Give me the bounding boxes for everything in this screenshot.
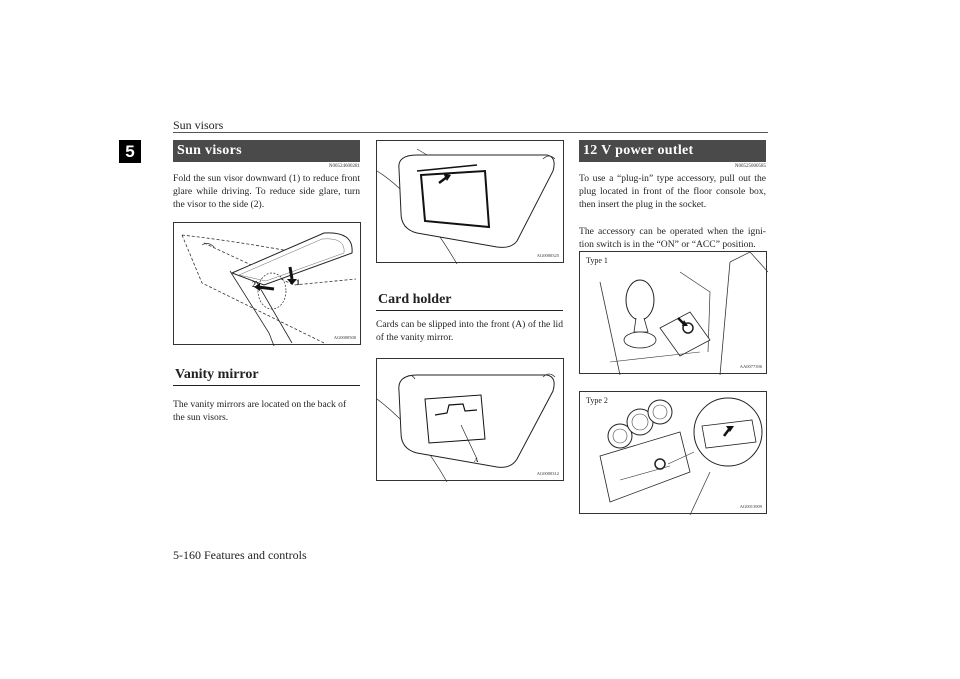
- figure-code: AA0077396: [739, 364, 762, 369]
- page-header-title: Sun visors: [173, 118, 224, 132]
- type2-label: Type 2: [586, 396, 608, 405]
- sun-visors-heading: Sun visors: [173, 140, 360, 162]
- type1-label: Type 1: [586, 256, 608, 265]
- figure-label-a: A: [474, 458, 479, 464]
- sun-visors-code: N00524600281: [328, 164, 360, 169]
- chapter-tab: 5: [119, 140, 141, 163]
- power-outlet-text-1: To use a “plug-in” type accessory, pull …: [579, 173, 766, 211]
- power-outlet-type1-figure: Type 1 AA0077396: [579, 251, 768, 375]
- page-footer: 5-160 Features and controls: [173, 548, 307, 562]
- vanity-mirror-figure: AG0000325: [376, 140, 564, 264]
- figure-code: AG0013909: [739, 504, 762, 509]
- power-outlet-heading: 12 V power outlet: [579, 140, 766, 162]
- power-outlet-text-2: The accessory can be operated when the i…: [579, 226, 766, 251]
- card-holder-figure: A AG0000312: [376, 358, 564, 482]
- figure-label-1: 1: [296, 278, 300, 287]
- power-outlet-type2-figure: Type 2 AG0013909: [579, 391, 767, 515]
- card-holder-heading: Card holder: [376, 289, 563, 311]
- figure-code: AG0000312: [536, 471, 559, 476]
- sun-visors-text: Fold the sun visor downward (1) to reduc…: [173, 173, 360, 211]
- vanity-mirror-text: The vanity mirrors are located on the ba…: [173, 399, 347, 424]
- figure-code: AG0000500: [333, 335, 356, 340]
- figure-code: AG0000325: [536, 253, 559, 258]
- figure-label-2: 2: [252, 280, 256, 289]
- header-rule: [173, 132, 768, 133]
- sun-visor-figure: 2 1 AG0000500: [173, 222, 361, 346]
- vanity-mirror-heading: Vanity mirror: [173, 364, 360, 386]
- power-outlet-code: N00525000585: [734, 164, 766, 169]
- card-holder-text: Cards can be slipped into the front (A) …: [376, 319, 563, 344]
